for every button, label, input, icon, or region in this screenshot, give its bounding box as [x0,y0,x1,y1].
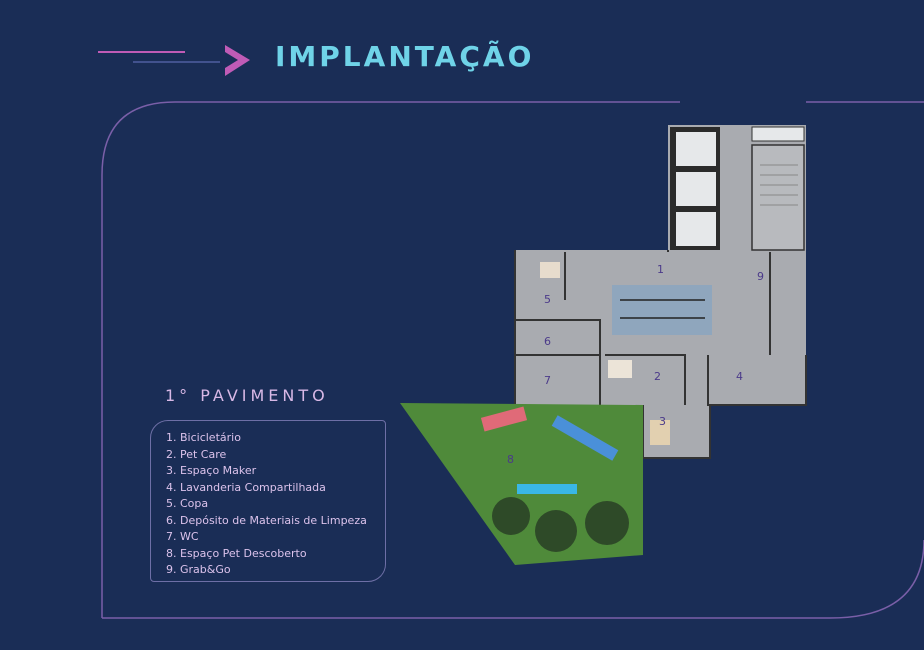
room-label-9: 9 [757,270,764,283]
room-label-5: 5 [544,293,551,306]
room-label-6: 6 [544,335,551,348]
legend-item: 1. Bicicletário [166,431,241,444]
room-label-2: 2 [654,370,661,383]
room-label-1: 1 [657,263,664,276]
pet-garden [400,403,643,565]
legend-item: 4. Lavanderia Compartilhada [166,480,326,494]
chevron-right-icon [225,45,250,76]
room-label-3: 3 [659,415,666,428]
legend-item: 6. Depósito de Materiais de Limpeza [166,513,367,527]
legend-item: 8. Espaço Pet Descoberto [166,546,307,560]
room-label-8: 8 [507,453,514,466]
legend-item: 5. Copa [166,497,209,510]
frame-border [102,539,924,619]
room-label-7: 7 [544,374,551,387]
room-label-4: 4 [736,370,743,383]
frame-border [101,101,924,618]
floor-subtitle: 1° PAVIMENTO [165,386,329,405]
legend-item: 7. WC [166,530,199,543]
legend-item: 9. Grab&Go [166,563,231,576]
legend-item: 3. Espaço Maker [166,464,257,477]
building [514,125,807,459]
legend-item: 2. Pet Care [166,447,227,461]
page-title: IMPLANTAÇÃO [275,40,535,73]
legend-box: 1. Bicicletário 2. Pet Care 3. Espaço Ma… [150,420,386,582]
